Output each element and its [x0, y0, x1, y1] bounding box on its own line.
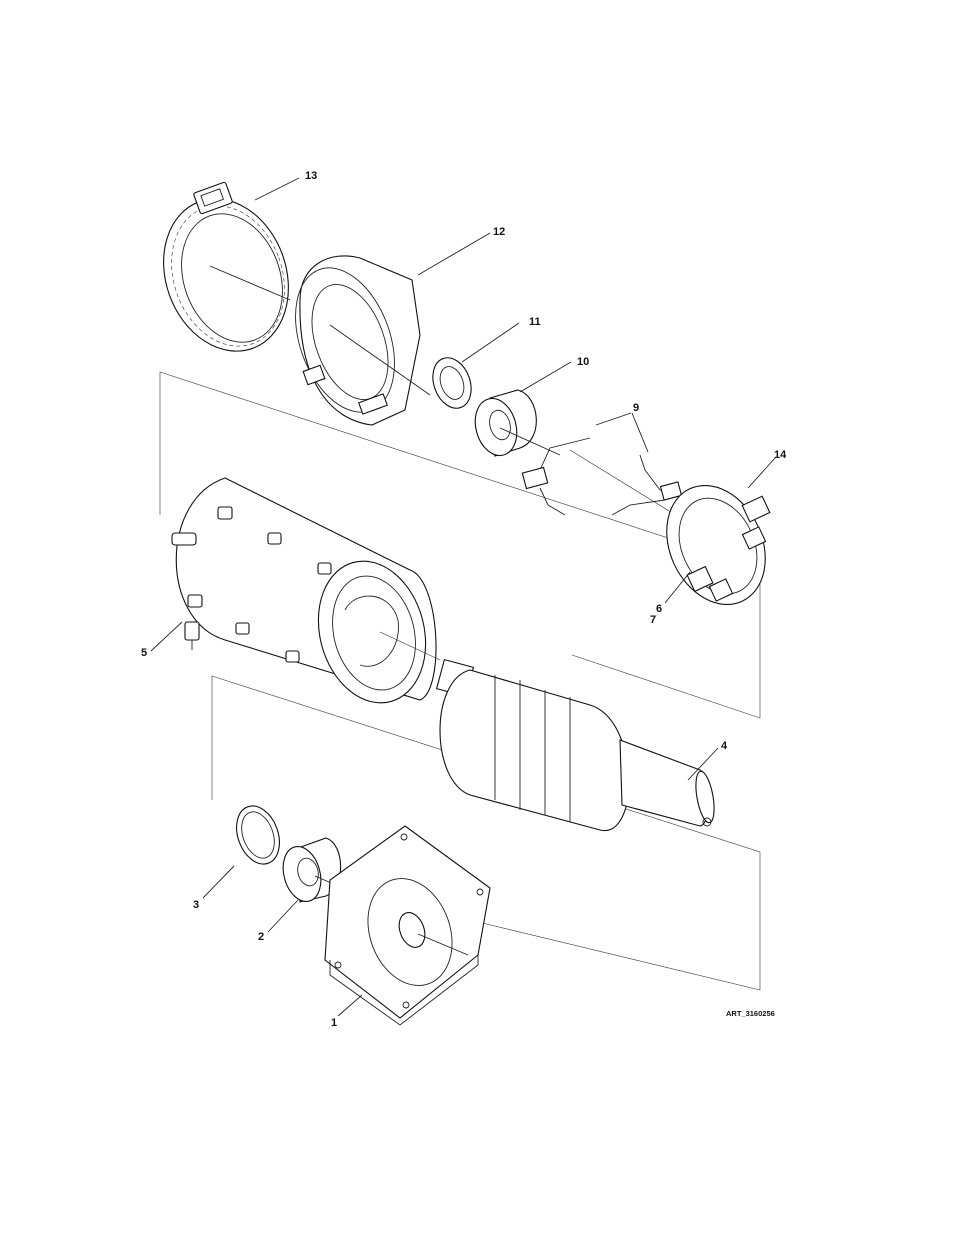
washer — [426, 352, 478, 413]
bearing-upper — [469, 390, 560, 460]
callout-6: 6 — [656, 603, 662, 615]
callout-10: 10 — [577, 356, 589, 368]
end-plate — [325, 826, 490, 1025]
callout-1: 1 — [331, 1017, 337, 1029]
callout-14: 14 — [774, 449, 787, 461]
callout-9: 9 — [633, 402, 639, 414]
callout-13: 13 — [305, 170, 317, 182]
callout-5: 5 — [141, 647, 147, 659]
brush-cover — [277, 254, 430, 426]
callout-2: 2 — [258, 931, 264, 943]
callout-3: 3 — [193, 899, 199, 911]
callout-4: 4 — [721, 740, 728, 752]
band-clamp — [143, 181, 309, 369]
snap-ring — [229, 800, 287, 870]
callout-11: 11 — [529, 316, 541, 328]
motor-frame — [172, 478, 441, 715]
art-id-label: ART_3160256 — [726, 1009, 775, 1018]
callout-7: 7 — [650, 614, 656, 626]
callout-12: 12 — [493, 226, 505, 238]
